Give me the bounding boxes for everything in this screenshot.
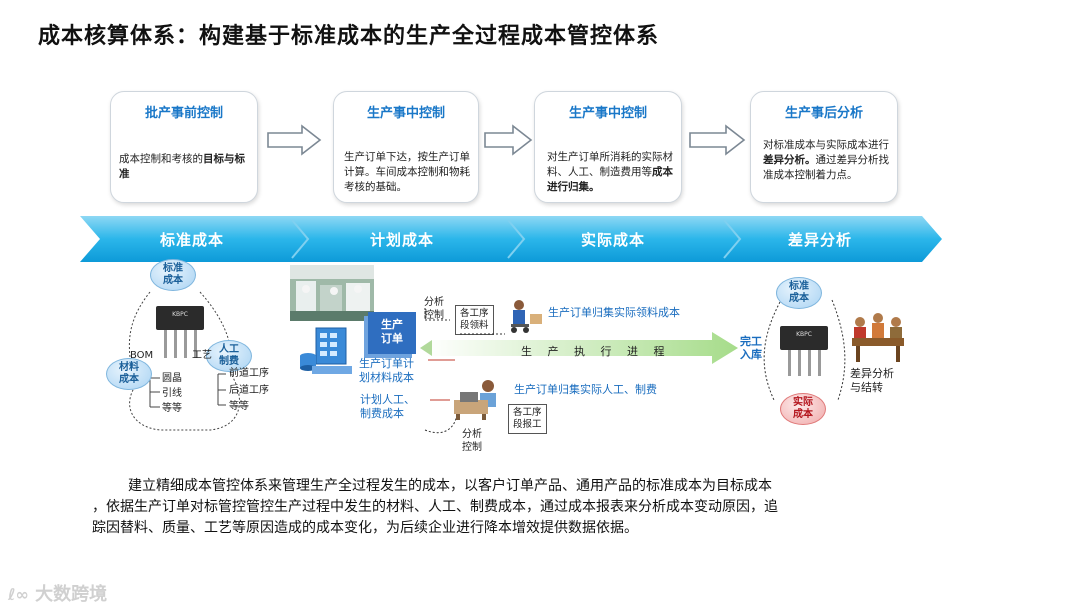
standard-cost-bubble: 标准 成本 (150, 259, 196, 291)
summary-line: ，依据生产订单对标管控管控生产过程中发生的材料、人工、制费成本，通过成本报表来分… (92, 499, 778, 515)
analysis-control-label: 分析 控制 (424, 297, 444, 321)
phase-title: 生产事中控制 (366, 106, 445, 121)
phase-text: 生产订单下达，按生产订单计算。车间成本控制和物耗考核的基础。 (344, 151, 470, 193)
production-progress-label: 生 产 执 行 进 程 (521, 345, 671, 358)
production-order-card: 生产 订单 (368, 312, 416, 354)
process-label: 工艺 (192, 350, 212, 361)
flow-arrow-icon (267, 124, 322, 156)
dept-material-box: 各工序 段领料 (455, 305, 494, 335)
plan-labor-cost-label: 计划人工、 制费成本 (360, 393, 415, 420)
summary-line: 建立精细成本管控体系来管理生产全过程发生的成本，以客户订单产品、通用产品的标准成… (128, 478, 772, 494)
variance-loop-lines (763, 299, 846, 401)
production-progress-arrow-icon (420, 332, 738, 364)
material-item: 等等 (162, 403, 182, 414)
collect-labor-cost-label: 生产订单归集实际人工、制费 (514, 383, 657, 396)
actual-cost-bubble: 实际 成本 (780, 393, 826, 425)
watermark-logo: ℓ∞ 大数跨境 (8, 584, 108, 605)
process-item: 等等 (229, 401, 249, 412)
standard-cost-bubble: 标准 成本 (776, 277, 822, 309)
material-cost-bubble: 材料 成本 (106, 358, 152, 390)
summary-line: 踪因替料、质量、工艺等原因造成的成本变化，为后续企业进行降本增效提供数据依据。 (92, 520, 638, 536)
banner-standard-cost: 标准成本 (160, 231, 225, 249)
phase-card-pre-control: 批产事前控制 成本控制和考核的目标与标准 (110, 91, 258, 203)
process-item: 前道工序 (229, 368, 269, 379)
chip-label: KBPC (172, 311, 188, 318)
banner-plan-cost: 计划成本 (370, 231, 435, 249)
phase-title: 生产事后分析 (784, 106, 863, 121)
warehouse-worker-icon (511, 300, 542, 333)
watermark-icon: ℓ∞ (8, 585, 29, 604)
phase-text: 对标准成本与实际成本进行差异分析。通过差异分析找准成本控制着力点。 (763, 139, 889, 181)
finished-goods-label: 完工 入库 (740, 335, 762, 361)
process-item: 后道工序 (229, 385, 269, 396)
banner-variance-analysis: 差异分析 (788, 231, 853, 249)
chip-icon: KBPC (780, 326, 828, 376)
erp-server-icon (300, 327, 352, 374)
phase-card-post-analysis: 生产事后分析 对标准成本与实际成本进行差异分析。通过差异分析找准成本控制着力点。 (750, 91, 898, 203)
bom-label: BOM (130, 350, 154, 361)
dashed-connector-lines (424, 308, 505, 433)
phase-text: 成本控制和考核的目标与标准 (119, 153, 245, 180)
flow-arrow-icon (484, 124, 533, 156)
variance-analysis-label: 差异分析 与结转 (850, 367, 894, 394)
phase-title: 生产事中控制 (568, 106, 647, 121)
summary-text: 建立精细成本管控体系来管理生产全过程发生的成本，以客户订单产品、通用产品的标准成… (92, 476, 932, 539)
analysis-control-label: 分析 控制 (462, 429, 482, 453)
phase-title: 批产事前控制 (144, 106, 223, 121)
page-title: 成本核算体系：构建基于标准成本的生产全过程成本管控体系 (38, 24, 660, 49)
office-worker-icon (454, 380, 496, 420)
chip-icon: KBPC (156, 306, 204, 358)
plan-material-cost-label: 生产订单计 划材料成本 (359, 357, 414, 384)
phase-text: 对生产订单所消耗的实际材料、人工、制造费用等成本进行归集。 (547, 151, 673, 193)
collect-material-cost-label: 生产订单归集实际领料成本 (548, 306, 680, 319)
cost-tree-lines (128, 291, 240, 431)
phase-card-mid-control-actual: 生产事中控制 对生产订单所消耗的实际材料、人工、制造费用等成本进行归集。 (534, 91, 682, 203)
factory-photo-image (290, 265, 374, 321)
banner-actual-cost: 实际成本 (581, 231, 646, 249)
labor-overhead-bubble: 人工 制费 (206, 340, 252, 372)
chip-label: KBPC (796, 331, 812, 338)
flow-arrow-icon (689, 124, 746, 156)
meeting-team-icon (852, 313, 904, 362)
phase-card-mid-control-plan: 生产事中控制 生产订单下达，按生产订单计算。车间成本控制和物耗考核的基础。 (333, 91, 479, 203)
material-item: 引线 (162, 388, 182, 399)
dept-labor-box: 各工序 段报工 (508, 404, 547, 434)
cost-stage-banner (80, 216, 942, 262)
material-item: 圆晶 (162, 373, 182, 384)
